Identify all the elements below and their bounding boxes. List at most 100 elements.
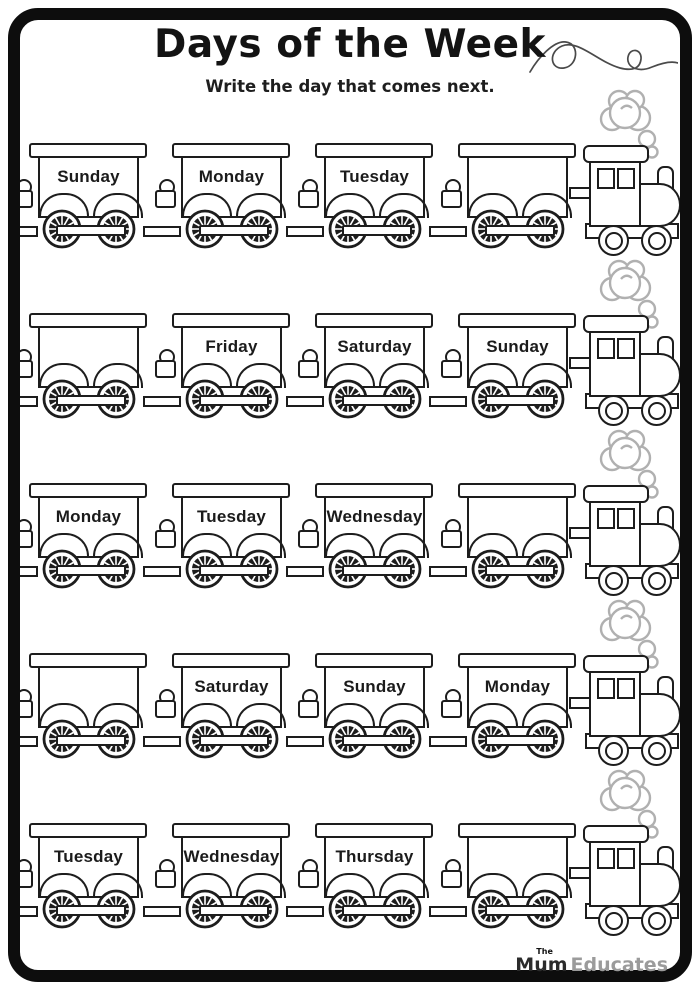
cab-roof <box>583 485 649 503</box>
coupling-knob-icon <box>12 519 34 549</box>
car-lid <box>458 483 576 498</box>
instruction-text: Write the day that comes next. <box>205 77 495 96</box>
day-label: Wednesday <box>183 847 280 866</box>
loco-wheel-icon <box>641 395 672 426</box>
car-lid <box>29 823 147 838</box>
page-title: Days of the Week <box>154 22 546 67</box>
train-car <box>441 483 576 591</box>
car-lid <box>29 483 147 498</box>
day-label: Sunday <box>486 337 549 356</box>
axle-bar <box>56 735 126 746</box>
axle-bar <box>56 565 126 576</box>
loco-wheel-icon <box>641 735 672 766</box>
cab <box>589 668 641 737</box>
locomotive-icon <box>575 429 681 596</box>
day-label: Monday <box>484 677 551 696</box>
coupling-knob-icon <box>298 179 320 209</box>
locomotive-icon <box>575 89 681 256</box>
axle-bar <box>342 225 412 236</box>
coupling-knob-icon <box>155 349 177 379</box>
cab-window <box>597 848 615 869</box>
loco-wheel-icon <box>641 225 672 256</box>
cab-window <box>617 338 635 359</box>
brand-the: The <box>536 947 553 956</box>
locomotive-icon <box>575 769 681 936</box>
axle-bar <box>342 905 412 916</box>
coupling-knob-icon <box>12 349 34 379</box>
day-label: Tuesday <box>196 507 267 526</box>
axle-bar <box>199 225 269 236</box>
coupling-knob-icon <box>298 349 320 379</box>
coupling-knob-icon <box>155 859 177 889</box>
cab-window <box>617 678 635 699</box>
axle-bar <box>199 905 269 916</box>
train-car: Wednesday <box>155 823 290 931</box>
cab-window <box>597 678 615 699</box>
train-car: Monday <box>441 653 576 761</box>
coupling-knob-icon <box>298 519 320 549</box>
cab-window <box>617 168 635 189</box>
train-car: Saturday <box>298 313 433 421</box>
day-label: Saturday <box>194 677 269 696</box>
train-car: Tuesday <box>298 143 433 251</box>
day-label: Wednesday <box>326 507 423 526</box>
coupling-knob-icon <box>441 859 463 889</box>
day-label: Tuesday <box>53 847 124 866</box>
train-car: Tuesday <box>155 483 290 591</box>
loco-wheel-icon <box>598 225 629 256</box>
coupling-bar <box>429 566 467 577</box>
coupling-bar <box>286 736 324 747</box>
axle-bar <box>342 735 412 746</box>
car-lid <box>29 143 147 158</box>
coupling-knob-icon <box>298 859 320 889</box>
coupling-bar <box>286 226 324 237</box>
coupling-knob-icon <box>298 689 320 719</box>
day-label: Sunday <box>57 167 120 186</box>
axle-bar <box>485 565 555 576</box>
train-car: Wednesday <box>298 483 433 591</box>
cab-window <box>617 848 635 869</box>
coupling-knob-icon <box>12 179 34 209</box>
car-lid <box>29 313 147 328</box>
car-lid <box>315 653 433 668</box>
car-lid <box>172 823 290 838</box>
axle-bar <box>342 395 412 406</box>
car-lid <box>458 653 576 668</box>
car-lid <box>315 823 433 838</box>
axle-bar <box>342 565 412 576</box>
axle-bar <box>199 565 269 576</box>
train-car: Sunday <box>298 653 433 761</box>
coupling-knob-icon <box>12 689 34 719</box>
day-label: Friday <box>205 337 258 356</box>
car-lid <box>172 313 290 328</box>
cab <box>589 838 641 907</box>
day-label: Sunday <box>343 677 406 696</box>
coupling-bar <box>143 906 181 917</box>
car-lid <box>29 653 147 668</box>
boiler-icon <box>635 863 681 907</box>
boiler-icon <box>635 183 681 227</box>
train-car <box>441 823 576 931</box>
coupling-bar <box>143 566 181 577</box>
train-car: Saturday <box>155 653 290 761</box>
car-lid <box>458 313 576 328</box>
locomotive-icon <box>575 259 681 426</box>
coupling-knob-icon <box>155 689 177 719</box>
cab <box>589 328 641 397</box>
axle-bar <box>56 395 126 406</box>
car-lid <box>172 143 290 158</box>
car-lid <box>172 653 290 668</box>
car-lid <box>458 143 576 158</box>
loco-wheel-icon <box>598 905 629 936</box>
boiler-icon <box>635 523 681 567</box>
train-car: Sunday <box>12 143 147 251</box>
train-car <box>441 143 576 251</box>
train-car: Thursday <box>298 823 433 931</box>
coupling-knob-icon <box>155 519 177 549</box>
day-label: Thursday <box>335 847 414 866</box>
brand-mum: Mum <box>515 954 568 976</box>
cab-window <box>597 168 615 189</box>
train-car: Friday <box>155 313 290 421</box>
loco-wheel-icon <box>641 905 672 936</box>
